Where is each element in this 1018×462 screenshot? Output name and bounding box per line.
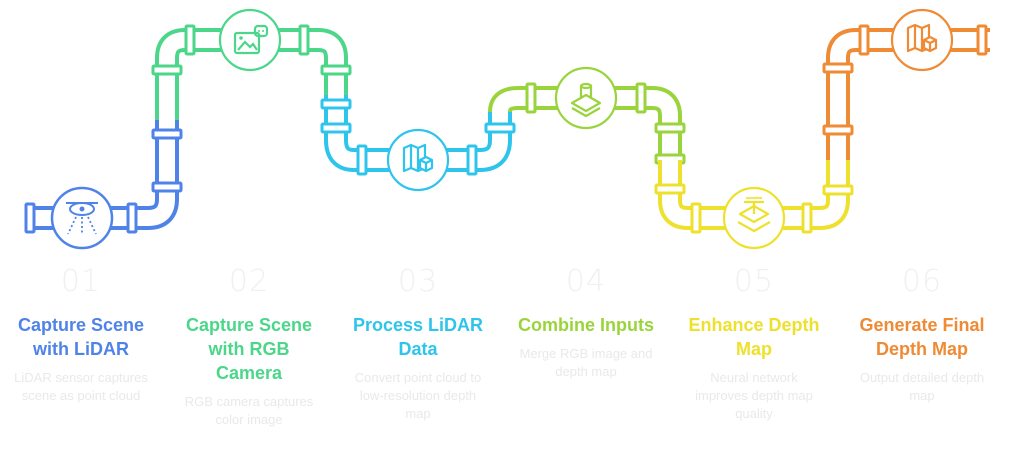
- step-number: 05: [733, 264, 775, 299]
- pipe-segment-4: [488, 82, 686, 165]
- step-title: Process LiDAR Data: [352, 315, 484, 359]
- step-title: Capture Scene with RGB Camera: [185, 315, 313, 383]
- step-number: 01: [60, 264, 102, 299]
- step-description: Neural network improves depth map qualit…: [695, 370, 813, 421]
- step-title: Generate Final Depth Map: [859, 315, 985, 359]
- step-number: 06: [901, 264, 943, 299]
- step-title: Enhance Depth Map: [688, 315, 820, 359]
- step-number: 04: [565, 264, 607, 299]
- step-2: 02 Capture Scene with RGB Camera RGB cam…: [174, 267, 324, 429]
- step-description: LiDAR sensor captures scene as point clo…: [14, 370, 148, 403]
- step-number: 03: [397, 264, 439, 299]
- step-description: Output detailed depth map: [859, 370, 985, 403]
- step-description: Convert point cloud to low-resolution de…: [354, 370, 482, 421]
- map-cube-icon: [386, 128, 450, 192]
- step-6: 06 Generate Final Depth Map Output detai…: [847, 267, 997, 405]
- step-number: 02: [228, 264, 270, 299]
- image-camera-icon: [218, 8, 282, 72]
- step-1: 01 Capture Scene with LiDAR LiDAR sensor…: [6, 267, 156, 405]
- step-5: 05 Enhance Depth Map Neural network impr…: [679, 267, 829, 423]
- step-4: 04 Combine Inputs Merge RGB image and de…: [511, 267, 661, 381]
- map-cube-icon: [890, 8, 954, 72]
- step-title: Combine Inputs: [518, 315, 654, 335]
- pipe-segment-1: [24, 120, 183, 234]
- pipe-segment-6: [822, 24, 990, 160]
- step-description: Merge RGB image and depth map: [519, 346, 653, 379]
- lidar-sensor-icon: [50, 186, 114, 250]
- layers-cylinder-icon: [554, 66, 618, 130]
- step-3: 03 Process LiDAR Data Convert point clou…: [343, 267, 493, 423]
- step-title: Capture Scene with LiDAR: [17, 315, 145, 359]
- depth-layers-icon: [722, 186, 786, 250]
- step-description: RGB camera captures color image: [184, 394, 314, 427]
